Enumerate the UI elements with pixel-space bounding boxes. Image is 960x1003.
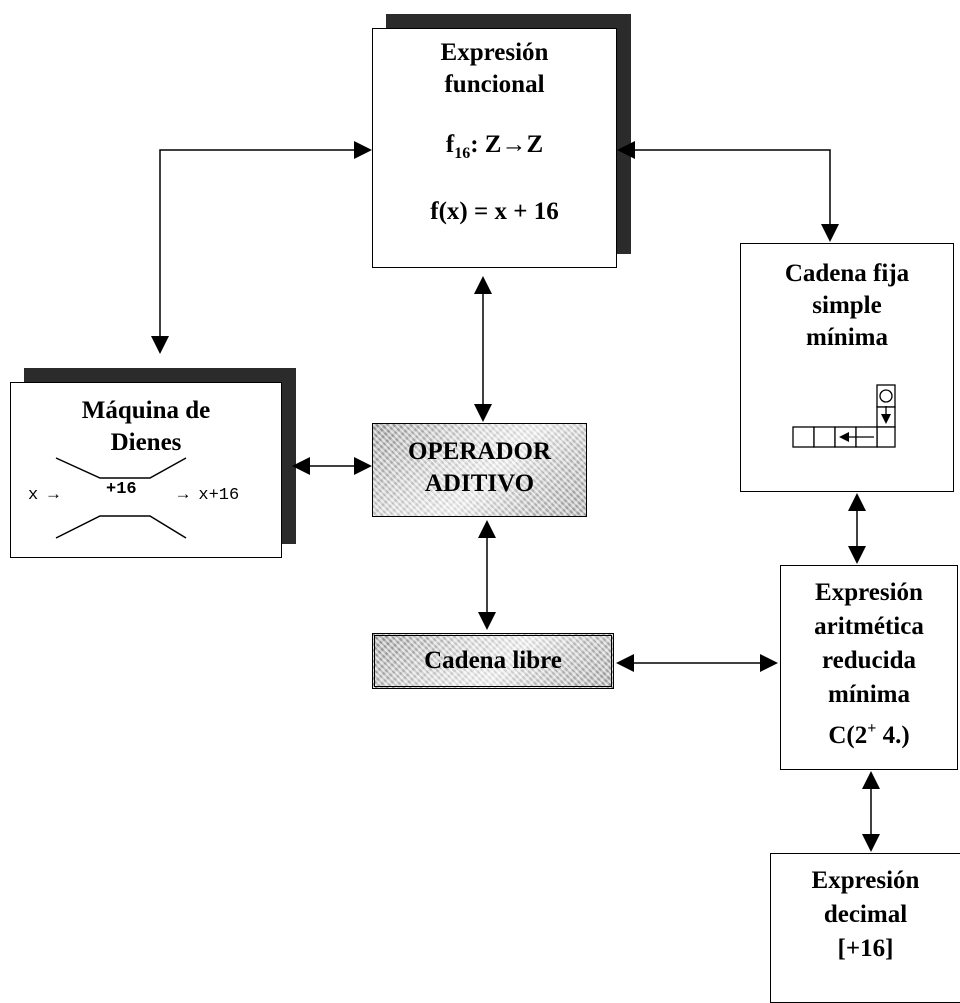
dienes-machine-drawing	[55, 457, 187, 539]
connector-dienes-functional	[151, 141, 372, 354]
function-formula: f(x) = x + 16	[430, 198, 559, 225]
decimal-line3: [+16]	[837, 935, 894, 962]
decimal-line2: decimal	[823, 901, 908, 928]
functional-expression-box: Expresión funcional f16: Z→Z f(x) = x + …	[372, 28, 617, 268]
function-subscript: 16	[454, 145, 471, 162]
fixed-chain-drawing	[792, 384, 896, 448]
free-chain-box: Cadena libre	[372, 633, 614, 689]
dienes-output: → x+16	[178, 486, 240, 505]
decimal-expression-box: Expresión decimal [+16]	[770, 853, 960, 1003]
connector-layer	[55, 141, 896, 852]
fixed-chain-line3: mínima	[806, 324, 888, 351]
dienes-title-line1: Máquina de	[81, 397, 211, 424]
decimal-line1: Expresión	[811, 867, 920, 894]
dienes-title-line2: Dienes	[110, 429, 182, 456]
additive-operator-box: OPERADOR ADITIVO	[372, 423, 587, 517]
fixed-chain-line2: simple	[812, 292, 882, 319]
arithmetic-expression-box: Expresión aritmética reducida mínima C(2…	[780, 565, 958, 770]
connector-functional-fixedchain	[617, 141, 839, 242]
dienes-input: x →	[28, 486, 59, 505]
arithmetic-expression: C(2+ 4.)	[828, 720, 910, 749]
free-chain-label: Cadena libre	[424, 647, 562, 674]
arithmetic-line2: aritmética	[814, 613, 924, 640]
dienes-machine-box: Máquina de Dienes	[10, 382, 282, 558]
arithmetic-line1: Expresión	[815, 579, 923, 606]
dienes-operation: +16	[106, 480, 137, 499]
operator-line1: OPERADOR	[407, 438, 552, 465]
functional-title-line2: funcional	[444, 71, 545, 98]
fixed-chain-line1: Cadena fija	[784, 260, 910, 287]
operator-line2: ADITIVO	[424, 470, 535, 497]
arithmetic-line3: reducida	[822, 647, 916, 674]
arithmetic-superscript: +	[867, 720, 877, 737]
fixed-chain-box: Cadena fija simple mínima	[740, 243, 954, 492]
functional-title-line1: Expresión	[440, 39, 549, 66]
function-signature: f16: Z→Z	[445, 131, 544, 162]
arithmetic-line4: mínima	[828, 681, 910, 708]
